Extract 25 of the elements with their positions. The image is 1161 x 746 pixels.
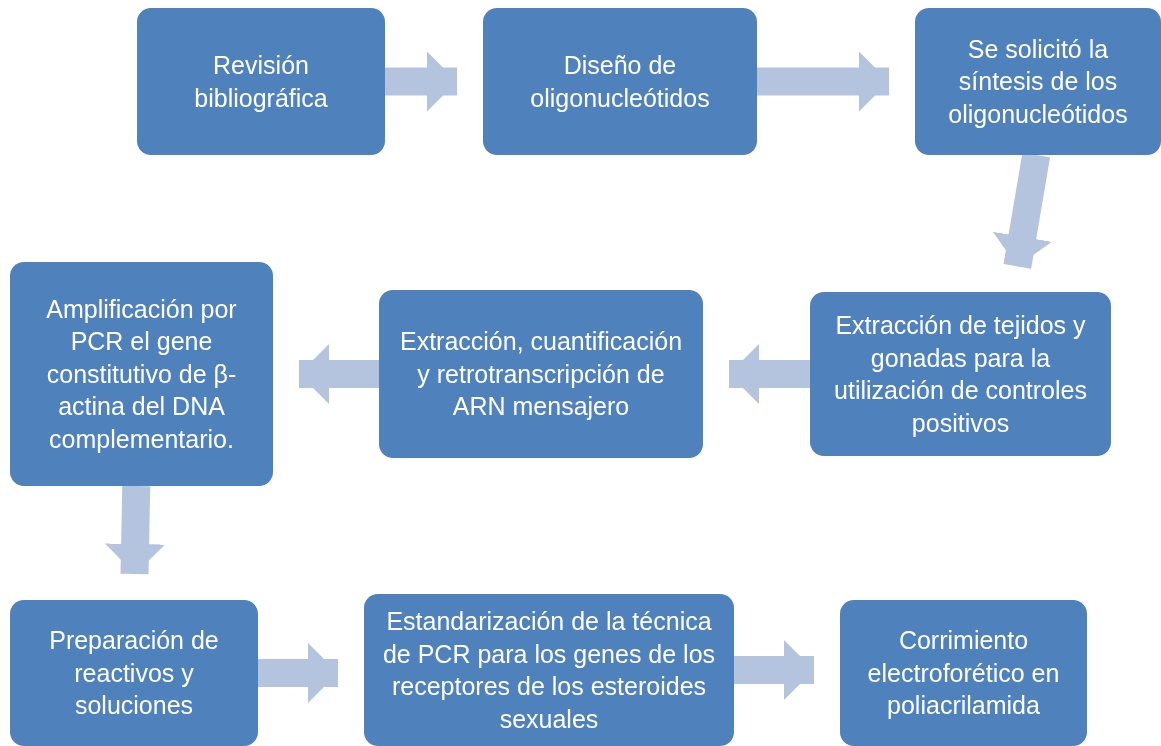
step-text: Se solicitó la síntesis de los oligonucleótidos xyxy=(947,33,1129,130)
step-text: Diseño de oligonucleótidos xyxy=(529,50,711,114)
step-text: Extracción, cuantificación y retrotranscripción de ARN mensajero xyxy=(398,326,684,423)
block-arrow xyxy=(258,643,338,703)
step-text: Amplificación por PCR el gene constitutivo de β-actina del DNA complementario. xyxy=(45,293,238,455)
block-arrow xyxy=(299,344,379,404)
process-box xyxy=(483,8,757,155)
process-box xyxy=(137,8,385,155)
block-arrow xyxy=(992,152,1052,269)
step-text: Estandarización de la técnica de PCR para los genes de los receptores de los esteroides sexuales xyxy=(381,606,717,735)
process-box xyxy=(10,262,273,486)
process-box xyxy=(915,8,1161,155)
step-text: Corrimiento electroforético en poliacrilamida xyxy=(866,625,1061,722)
process-box xyxy=(10,600,258,746)
process-box xyxy=(840,600,1087,746)
process-box xyxy=(810,292,1111,456)
step-text: Revisión bibliográfica xyxy=(193,50,329,114)
step-text: Extracción de tejidos y gonadas para la utilización de controles positivos xyxy=(833,310,1088,439)
block-arrow xyxy=(105,485,166,575)
process-box xyxy=(364,594,734,746)
block-arrow xyxy=(385,51,457,112)
block-arrow xyxy=(757,51,889,112)
block-arrow xyxy=(729,344,810,404)
step-text: Preparación de reactivos y soluciones xyxy=(48,625,220,722)
process-box xyxy=(379,290,703,458)
